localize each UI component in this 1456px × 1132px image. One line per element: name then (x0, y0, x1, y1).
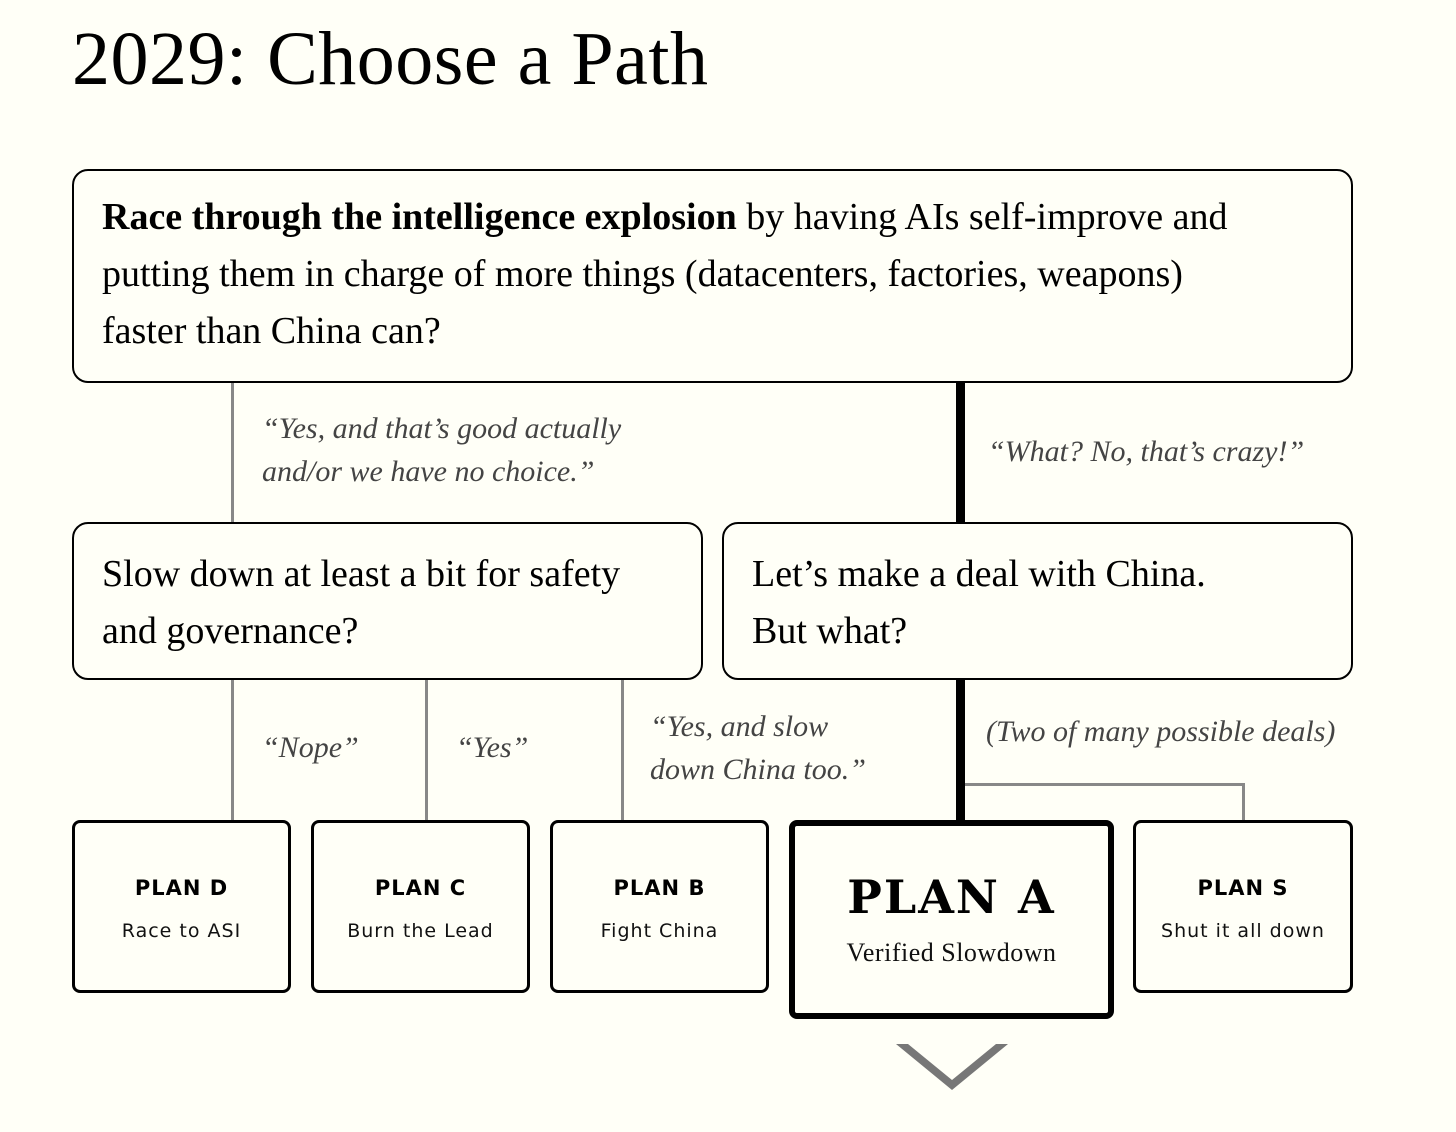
deal-question-text: Let’s make a deal with China. But what? (752, 553, 1206, 652)
plan-c-subtitle: Burn the Lead (347, 920, 494, 942)
plan-b-subtitle: Fight China (600, 920, 719, 942)
page-title: 2029: Choose a Path (72, 17, 709, 101)
chevron-down-icon[interactable] (896, 1040, 1008, 1098)
root-question-line1: by having AIs self-improve and (736, 196, 1228, 238)
connector-deal-branch (965, 783, 1245, 786)
connector-root-to-deal (956, 382, 965, 522)
edge-label-yes: “Yes” (456, 731, 529, 764)
root-question-line3: faster than China can? (102, 310, 441, 352)
plan-d-name: PLAN D (134, 876, 229, 900)
plan-a-subtitle: Verified Slowdown (846, 938, 1057, 967)
root-question-box: Race through the intelligence explosion … (72, 169, 1353, 383)
plan-c-card[interactable]: PLAN C Burn the Lead (311, 820, 530, 993)
deal-question-box: Let’s make a deal with China. But what? (722, 522, 1353, 680)
connector-slow-to-plan-b (621, 678, 624, 820)
plan-c-name: PLAN C (374, 876, 467, 900)
edge-label-nope: “Nope” (262, 731, 359, 764)
plan-s-card[interactable]: PLAN S Shut it all down (1133, 820, 1353, 993)
edge-label-two-deals: (Two of many possible deals) (986, 715, 1336, 748)
plan-b-name: PLAN B (613, 876, 706, 900)
connector-deal-to-plan-a (956, 678, 965, 822)
connector-slow-to-plan-d (231, 678, 234, 820)
plan-b-card[interactable]: PLAN B Fight China (550, 820, 769, 993)
root-question-bold: Race through the intelligence explosion (102, 196, 737, 238)
edge-label-no-crazy: “What? No, that’s crazy!” (988, 435, 1305, 468)
slow-down-question-box: Slow down at least a bit for safety and … (72, 522, 703, 680)
edge-label-yes-slow: “Yes, and slow down China too.” (650, 710, 866, 786)
connector-slow-to-plan-c (425, 678, 428, 820)
plan-a-name: PLAN A (847, 870, 1056, 924)
root-question-line2: putting them in charge of more things (d… (102, 253, 1183, 295)
plan-s-subtitle: Shut it all down (1161, 920, 1325, 942)
plan-s-name: PLAN S (1197, 876, 1289, 900)
connector-root-to-slow (231, 382, 234, 522)
plan-d-subtitle: Race to ASI (121, 920, 242, 942)
root-question-text: Race through the intelligence explosion … (102, 189, 1351, 360)
edge-label-yes-good: “Yes, and that’s good actually and/or we… (262, 412, 622, 488)
plan-d-card[interactable]: PLAN D Race to ASI (72, 820, 291, 993)
plan-a-card[interactable]: PLAN A Verified Slowdown (789, 820, 1114, 1019)
slow-down-question-text: Slow down at least a bit for safety and … (102, 553, 621, 652)
connector-deal-to-plan-s (1242, 783, 1245, 821)
